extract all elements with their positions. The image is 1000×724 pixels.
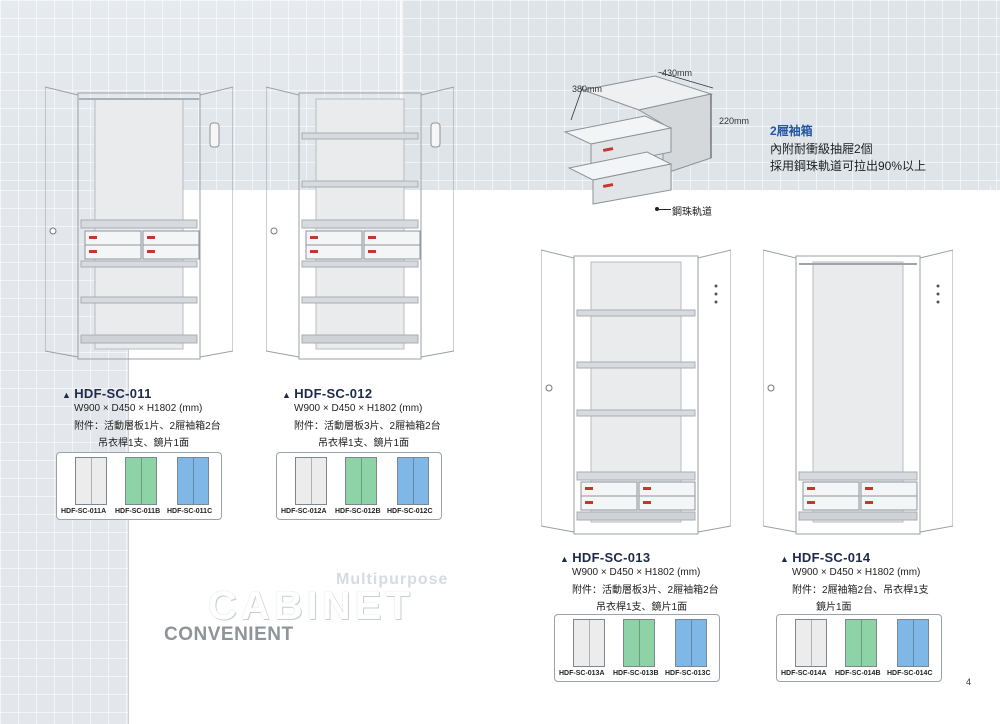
variant-thumb-a <box>573 619 605 667</box>
product-code: HDF-SC-011 <box>62 386 221 401</box>
product-code: HDF-SC-013 <box>560 550 719 565</box>
product-dimensions: W900 × D450 × H1802 (mm) <box>792 567 921 578</box>
variant-thumb-c <box>177 457 209 505</box>
product-accessories: 附件：2屜袖箱2台、吊衣桿1支 <box>792 585 929 596</box>
product-accessories-2: 吊衣桿1支、鏡片1面 <box>98 438 190 449</box>
variant-thumb-c <box>397 457 429 505</box>
product-accessories: 附件：活動層板1片、2屜袖箱2台 <box>74 421 221 432</box>
product-code: HDF-SC-014 <box>780 550 929 565</box>
cabinet-image-011 <box>45 85 233 365</box>
divider-line <box>400 0 402 190</box>
color-variants-011: HDF-SC-011A HDF-SC-011B HDF-SC-011C <box>56 452 222 520</box>
variant-thumb-b <box>845 619 877 667</box>
variant-label: HDF-SC-013B <box>613 670 659 677</box>
variant-label: HDF-SC-014B <box>835 670 881 677</box>
variant-label: HDF-SC-011C <box>167 508 213 515</box>
cabinet-image-014 <box>763 248 953 540</box>
variant-thumb-a <box>295 457 327 505</box>
product-label-013: HDF-SC-013 W900 × D450 × H1802 (mm) 附件：活… <box>560 550 719 613</box>
variant-thumb-c <box>675 619 707 667</box>
product-accessories: 附件：活動層板3片、2屜袖箱2台 <box>572 585 719 596</box>
variant-label: HDF-SC-013A <box>559 670 605 677</box>
variant-thumb-a <box>75 457 107 505</box>
product-accessories: 附件：活動層板3片、2屜袖箱2台 <box>294 421 441 432</box>
header-panel <box>402 0 1000 190</box>
variant-label: HDF-SC-012C <box>387 508 433 515</box>
variant-label: HDF-SC-014C <box>887 670 933 677</box>
product-label-014: HDF-SC-014 W900 × D450 × H1802 (mm) 附件：2… <box>780 550 929 613</box>
product-accessories-2: 鏡片1面 <box>816 602 852 613</box>
variant-label: HDF-SC-012A <box>281 508 327 515</box>
variant-label: HDF-SC-014A <box>781 670 827 677</box>
product-label-012: HDF-SC-012 W900 × D450 × H1802 (mm) 附件：活… <box>282 386 441 449</box>
product-dimensions: W900 × D450 × H1802 (mm) <box>74 403 203 414</box>
variant-thumb-b <box>345 457 377 505</box>
rail-pointer-dot <box>655 207 659 211</box>
dimension-depth: 380mm <box>572 84 603 94</box>
rail-label: 鋼珠軌道 <box>672 207 712 218</box>
variant-thumb-b <box>125 457 157 505</box>
color-variants-012: HDF-SC-012A HDF-SC-012B HDF-SC-012C <box>276 452 442 520</box>
variant-label: HDF-SC-012B <box>335 508 381 515</box>
drawer-unit-image <box>563 70 714 216</box>
variant-label: HDF-SC-011B <box>115 508 161 515</box>
variant-thumb-c <box>897 619 929 667</box>
dimension-width: 430mm <box>662 68 693 78</box>
drawer-feature-1: 內附耐衝級抽屜2個 <box>770 142 873 156</box>
watermark-cabinet: CABINET <box>208 584 414 628</box>
color-variants-013: HDF-SC-013A HDF-SC-013B HDF-SC-013C <box>554 614 720 682</box>
variant-label: HDF-SC-011A <box>61 508 107 515</box>
rail-pointer-line <box>659 209 671 210</box>
product-dimensions: W900 × D450 × H1802 (mm) <box>572 567 701 578</box>
product-dimensions: W900 × D450 × H1802 (mm) <box>294 403 423 414</box>
product-code: HDF-SC-012 <box>282 386 441 401</box>
product-accessories-2: 吊衣桿1支、鏡片1面 <box>318 438 410 449</box>
cabinet-image-012 <box>266 85 454 365</box>
watermark-convenient: CONVENIENT <box>164 624 294 645</box>
variant-thumb-a <box>795 619 827 667</box>
drawer-feature-2: 採用鋼珠軌道可拉出90%以上 <box>770 159 927 173</box>
cabinet-image-013 <box>541 248 731 540</box>
product-accessories-2: 吊衣桿1支、鏡片1面 <box>596 602 688 613</box>
drawer-title: 2屜袖箱 <box>770 124 813 138</box>
watermark-multipurpose: Multipurpose <box>336 571 449 588</box>
page-number: 4 <box>966 677 972 687</box>
color-variants-014: HDF-SC-014A HDF-SC-014B HDF-SC-014C <box>776 614 942 682</box>
variant-label: HDF-SC-013C <box>665 670 711 677</box>
dimension-height: 220mm <box>719 116 750 126</box>
product-label-011: HDF-SC-011 W900 × D450 × H1802 (mm) 附件：活… <box>62 386 221 449</box>
variant-thumb-b <box>623 619 655 667</box>
